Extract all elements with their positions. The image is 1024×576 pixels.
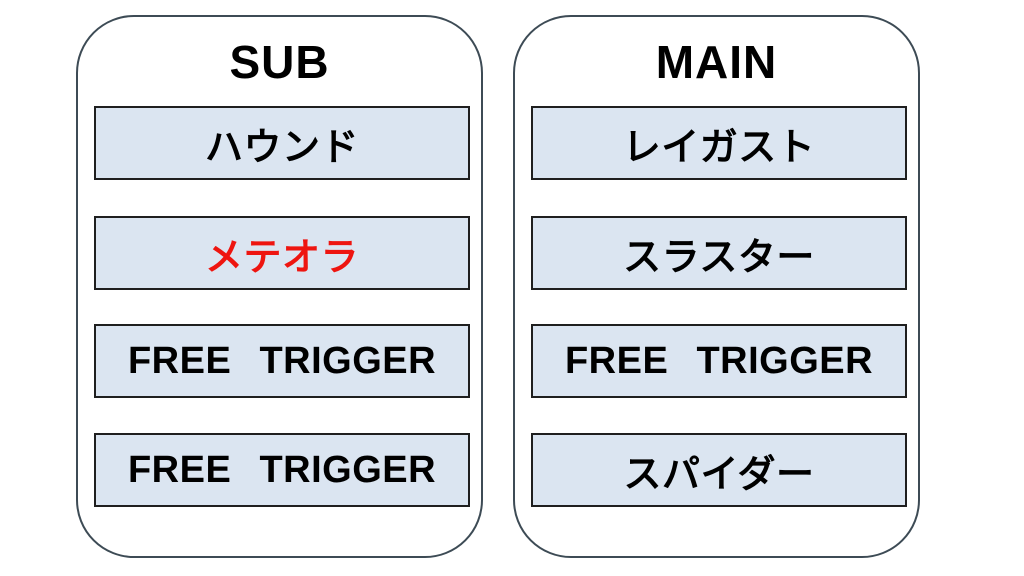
main-slot-3-label: FREE TRIGGER [564, 339, 874, 382]
sub-slot-1: ハウンド [94, 106, 470, 180]
main-slot-2-label: スラスター [623, 236, 815, 279]
panel-main: MAIN レイガスト スラスター FREE TRIGGER スパイダー [513, 15, 920, 558]
main-slot-4-label: スパイダー [623, 453, 815, 496]
main-slot-1-label: レイガスト [622, 126, 816, 169]
main-slot-2: スラスター [531, 216, 907, 290]
sub-slot-1-label: ハウンド [204, 126, 359, 169]
panel-sub-title: SUB [229, 36, 330, 88]
main-slot-3: FREE TRIGGER [531, 324, 907, 398]
sub-slot-4: FREE TRIGGER [94, 433, 470, 507]
panel-main-title: MAIN [655, 36, 778, 88]
sub-slot-2-label: メテオラ [204, 236, 359, 279]
panel-sub: SUB ハウンド メテオラ FREE TRIGGER FREE TRIGGER [76, 15, 483, 558]
main-slot-1: レイガスト [531, 106, 907, 180]
main-slot-4: スパイダー [531, 433, 907, 507]
sub-slot-3-label: FREE TRIGGER [127, 339, 437, 382]
sub-slot-3: FREE TRIGGER [94, 324, 470, 398]
sub-slot-4-label: FREE TRIGGER [127, 448, 437, 491]
sub-slot-2: メテオラ [94, 216, 470, 290]
